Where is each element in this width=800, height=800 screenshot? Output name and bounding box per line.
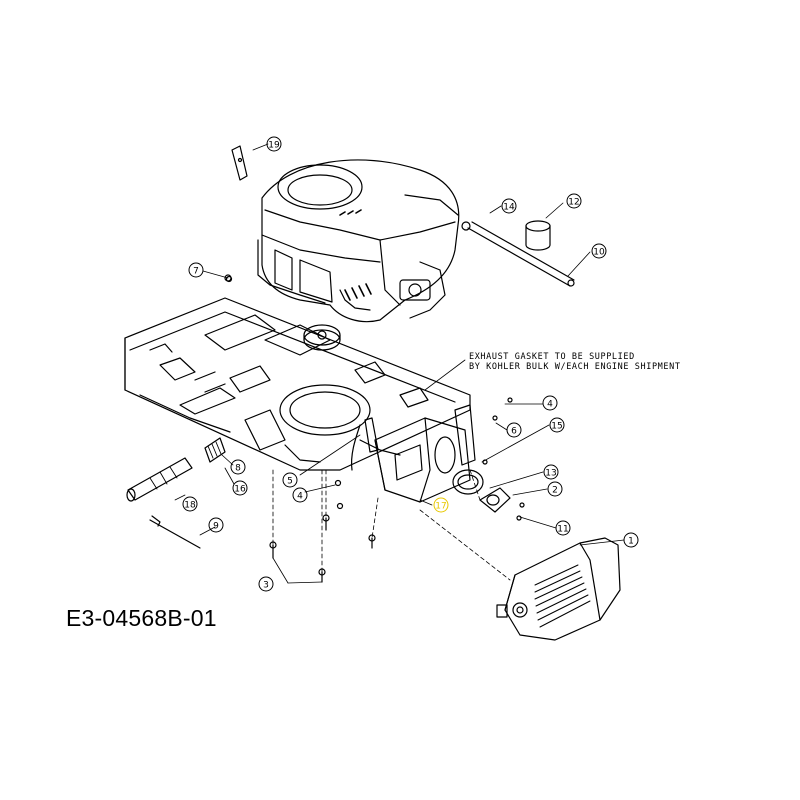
callout-10: 10 (593, 248, 605, 258)
callout-7: 7 (193, 267, 199, 277)
callout-13: 13 (545, 469, 556, 479)
callout-1: 1 (628, 537, 634, 547)
leader-lines (174, 143, 625, 584)
note-line-2: BY KOHLER BULK W/EACH ENGINE SHIPMENT (469, 362, 681, 372)
callout-17: 17 (435, 502, 446, 512)
muffler-illustration (350, 404, 476, 503)
rod-handle-illustration (126, 457, 193, 502)
callout-6: 6 (511, 427, 517, 437)
callout-15: 15 (551, 422, 562, 432)
rod-illustration (461, 221, 575, 287)
note-line-1: EXHAUST GASKET TO BE SUPPLIED (469, 352, 635, 362)
callout-5: 5 (287, 477, 293, 487)
bracket-illustration (231, 145, 248, 181)
gasket-illustration (452, 469, 511, 513)
callout-12: 12 (568, 198, 579, 208)
bolts-illustration (225, 275, 525, 583)
callout-4-upper: 4 (547, 400, 553, 410)
callout-16: 16 (234, 485, 246, 495)
callout-14: 14 (503, 203, 515, 213)
callout-2: 2 (552, 486, 558, 496)
callout-8: 8 (235, 464, 241, 474)
bushing-illustration (525, 220, 551, 251)
spring-illustration (204, 437, 226, 463)
diagram-id-label: E3-04568B-01 (66, 605, 217, 631)
callout-19: 19 (268, 141, 280, 151)
cable-illustration (149, 515, 201, 549)
assembly-lines (272, 469, 511, 581)
muffler-guard-illustration (496, 537, 621, 641)
callout-3: 3 (263, 581, 269, 591)
exhaust-gasket-note: EXHAUST GASKET TO BE SUPPLIED BY KOHLER … (469, 352, 681, 372)
callout-18: 18 (184, 501, 196, 511)
callout-9: 9 (213, 522, 219, 532)
callout-circles (182, 136, 639, 592)
callout-numbers: 19 14 12 10 7 4 6 15 13 2 11 1 8 16 5 4 … (184, 141, 634, 591)
engine-illustration (257, 159, 460, 351)
frame-illustration (124, 274, 471, 471)
callout-11: 11 (557, 525, 568, 535)
callout-4-lower: 4 (297, 492, 303, 502)
